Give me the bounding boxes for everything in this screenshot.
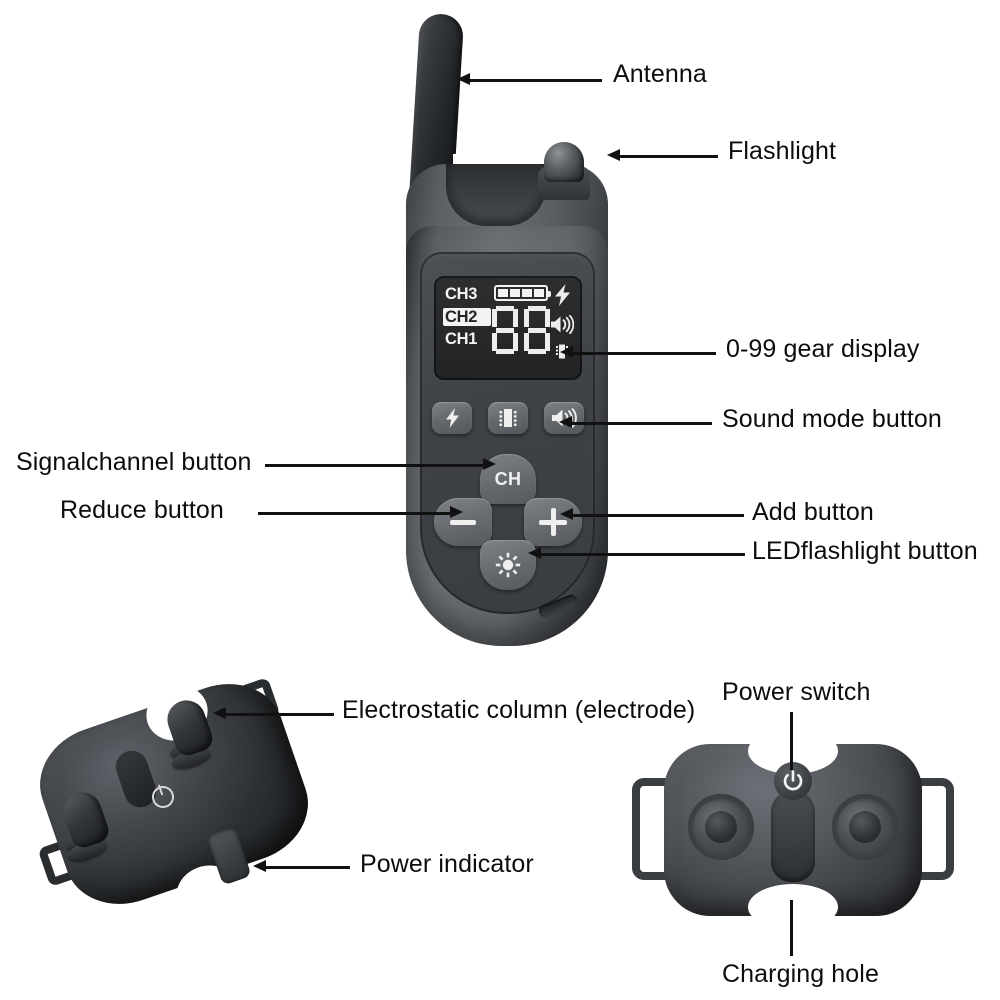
power-switch[interactable] <box>774 762 812 800</box>
vibration-button[interactable] <box>488 402 528 434</box>
arrow-sound-mode <box>559 415 572 428</box>
label-signal-channel: Signalchannel button <box>16 448 252 476</box>
lcd-channel-ch3: CH3 <box>445 285 478 303</box>
label-charging-hole: Charging hole <box>722 960 879 988</box>
channel-button-label: CH <box>494 468 522 489</box>
seven-segment-digit <box>524 306 550 354</box>
label-antenna: Antenna <box>613 60 707 88</box>
lcd-channel-list: CH3 CH2 CH1 <box>443 285 491 353</box>
charging-hole-flap <box>771 790 815 882</box>
leader-line-flashlight <box>620 155 718 158</box>
lcd-channel-ch1: CH1 <box>445 330 478 348</box>
leader-line-power-indicator <box>266 866 350 869</box>
sun-icon <box>495 552 521 578</box>
lcd-gear-digits <box>492 306 550 354</box>
arrow-flashlight <box>607 148 620 161</box>
electrostatic-column <box>832 794 898 860</box>
arrow-antenna <box>457 72 470 85</box>
label-reduce: Reduce button <box>60 496 224 524</box>
flashlight-lens <box>544 142 584 182</box>
receiver-front-view <box>628 728 958 930</box>
label-led-flashlight: LEDflashlight button <box>752 537 978 565</box>
leader-line-add <box>573 514 744 517</box>
plus-icon <box>539 508 567 536</box>
arrow-power-indicator <box>253 859 266 872</box>
label-add: Add button <box>752 498 874 526</box>
label-power-switch: Power switch <box>722 678 871 706</box>
arrow-add <box>560 507 573 520</box>
shock-button[interactable] <box>432 402 472 434</box>
arrow-reduce <box>450 505 463 518</box>
leader-line-gear-display <box>573 352 716 355</box>
lcd-shock-bolt-icon <box>549 284 575 311</box>
remote-notch-inner <box>446 164 546 226</box>
leader-line-antenna <box>470 79 602 82</box>
power-icon <box>783 770 803 791</box>
label-sound-mode: Sound mode button <box>722 405 942 433</box>
lcd-channel-ch2: CH2 <box>443 307 491 326</box>
arrow-led-flashlight <box>528 546 541 559</box>
electrostatic-column <box>688 794 754 860</box>
battery-icon <box>494 285 551 301</box>
leader-line-electrostatic <box>226 713 334 716</box>
dpad-cluster: CH <box>434 454 582 590</box>
leader-line-reduce <box>258 512 450 515</box>
add-button[interactable] <box>524 498 582 546</box>
channel-button[interactable]: CH <box>480 454 536 504</box>
leader-line-sound-mode <box>572 422 712 425</box>
reduce-button[interactable] <box>434 498 492 546</box>
leader-line-led-flashlight <box>541 553 745 556</box>
minus-icon <box>450 519 476 525</box>
arrow-gear-display <box>560 345 573 358</box>
arrow-signal-channel <box>483 457 496 470</box>
lcd-speaker-icon <box>549 314 575 339</box>
receiver-waist-cutout <box>748 884 838 930</box>
remote-control: CH3 CH2 CH1 <box>398 12 626 654</box>
label-power-indicator: Power indicator <box>360 850 534 878</box>
led-flashlight-button[interactable] <box>480 540 536 590</box>
seven-segment-digit <box>492 306 518 354</box>
leader-line-power-switch <box>790 712 793 770</box>
arrow-electrostatic <box>213 706 226 719</box>
label-electrostatic-column: Electrostatic column (electrode) <box>342 696 696 724</box>
leader-line-charging-hole <box>790 900 793 956</box>
lcd-display: CH3 CH2 CH1 <box>434 276 582 380</box>
label-gear-display: 0-99 gear display <box>726 335 920 363</box>
label-flashlight: Flashlight <box>728 137 836 165</box>
leader-line-signal-channel <box>265 464 483 467</box>
